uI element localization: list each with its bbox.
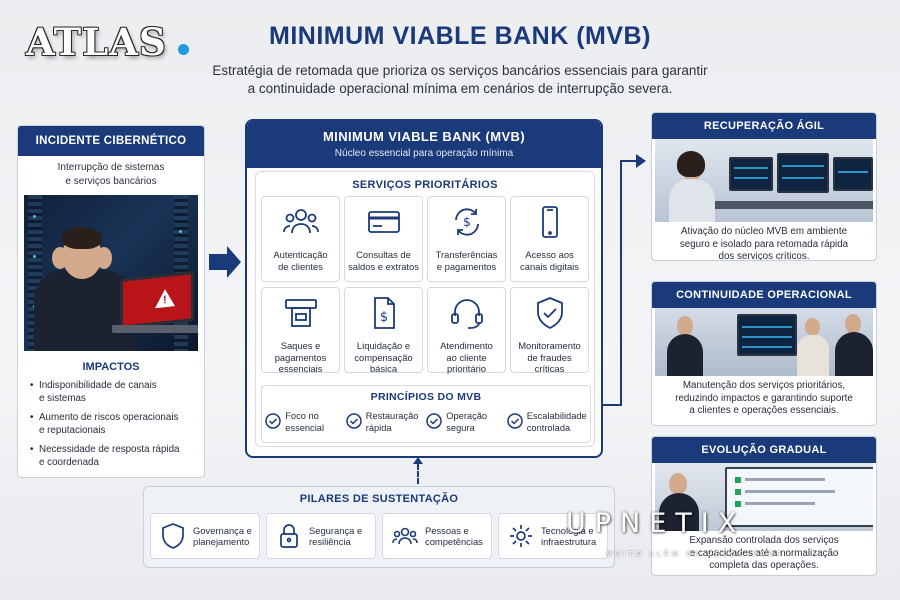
phase-evolution: EVOLUÇÃO GRADUAL Expansão controlada dos…: [651, 436, 877, 576]
laptop-screen: !: [120, 271, 194, 329]
pillars-title: PILARES DE SUSTENTAÇÃO: [299, 493, 459, 505]
mvb-panel: MINIMUM VIABLE BANK (MVB) Núcleo essenci…: [245, 119, 603, 458]
logo-dot: [178, 44, 189, 55]
laptop-base: [112, 325, 198, 333]
users-icon: [282, 209, 319, 234]
check-circle-icon: [265, 413, 281, 429]
dashed-arrow-up-icon: [413, 457, 423, 484]
upnetix-watermark: UPNETIX: [566, 508, 746, 539]
impacts-title: IMPACTOS: [82, 361, 140, 373]
recovery-photo: [655, 139, 873, 222]
phase-recovery: RECUPERAÇÃO ÁGIL Ativação do núcleo MVB …: [651, 112, 877, 261]
headset-icon: [450, 299, 483, 329]
svg-text:$: $: [463, 215, 471, 229]
lock-icon: [280, 524, 298, 548]
credit-card-icon: [367, 211, 400, 233]
document-dollar-icon: $: [373, 297, 395, 329]
connector-line: [620, 160, 622, 406]
mvb-title: MINIMUM VIABLE BANK (MVB): [322, 129, 526, 144]
watermark-tagline: MUITO ALÉM DA VELOCIDADE: [606, 551, 785, 558]
people-icon: [392, 527, 418, 545]
dollar-cycle-icon: $: [454, 208, 479, 236]
phase-title: CONTINUIDADE OPERACIONAL: [652, 282, 876, 308]
phase-description: Manutenção dos serviços prioritários,red…: [675, 380, 853, 416]
connector-line: [620, 160, 642, 162]
svg-text:$: $: [379, 310, 387, 325]
incident-photo: !: [24, 195, 198, 351]
shield-check-icon: [536, 297, 563, 330]
phase-title: RECUPERAÇÃO ÁGIL: [652, 113, 876, 139]
check-circle-icon: [507, 413, 523, 429]
incident-panel: INCIDENTE CIBERNÉTICO Interrupção de sis…: [17, 125, 205, 478]
atm-cash-icon: [284, 299, 317, 327]
continuity-photo: [655, 308, 873, 376]
shield-icon: [162, 523, 184, 549]
principles-title: PRINCÍPIOS DO MVB: [370, 391, 482, 403]
check-circle-icon: [426, 413, 442, 429]
services-title: SERVIÇOS PRIORITÁRIOS: [352, 179, 498, 191]
flow-arrow-right-icon: [209, 246, 241, 278]
connector-line: [603, 404, 621, 406]
incident-title: INCIDENTE CIBERNÉTICO: [18, 126, 204, 156]
check-circle-icon: [346, 413, 362, 429]
incident-description: Interrupção de sistemas e serviços bancá…: [57, 162, 165, 187]
gear-icon: [510, 525, 532, 547]
mvb-subtitle: Núcleo essencial para operação mínima: [334, 148, 514, 159]
atlas-logo: ATLAS: [26, 20, 167, 64]
mvb-header: MINIMUM VIABLE BANK (MVB) Núcleo essenci…: [247, 121, 601, 168]
arrow-head-icon: [636, 154, 646, 168]
person-body: [34, 270, 134, 351]
page-subtitle: Estratégia de retomada que prioriza os s…: [212, 63, 708, 96]
smartphone-icon: [541, 206, 558, 238]
phase-continuity: CONTINUIDADE OPERACIONAL Manutenção dos …: [651, 281, 877, 426]
phase-title: EVOLUÇÃO GRADUAL: [652, 437, 876, 463]
page-title: MINIMUM VIABLE BANK (MVB): [269, 22, 651, 50]
evolution-photo: [655, 463, 873, 531]
